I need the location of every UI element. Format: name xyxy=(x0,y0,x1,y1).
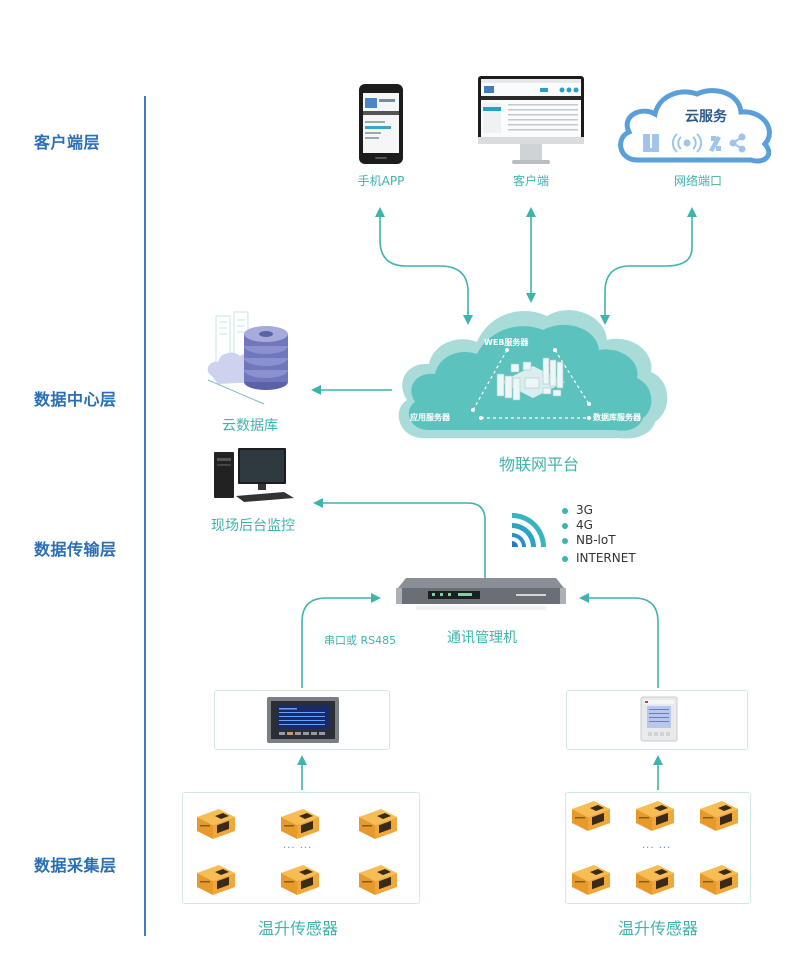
temperature-sensor-icon xyxy=(277,805,321,841)
bullet-dot-icon xyxy=(562,555,568,562)
iot-platform-title: 物联网平台 xyxy=(498,455,579,474)
gateway-label: 通讯管理机 xyxy=(447,630,517,646)
layer-label-datacenter: 数据中心层 xyxy=(34,390,117,409)
power-meter-icon xyxy=(640,696,678,742)
temperature-sensor-icon xyxy=(193,861,237,897)
cloud-db-label: 云数据库 xyxy=(222,418,278,434)
node-db-server: 数据库服务器 xyxy=(593,413,641,422)
mobile-app-label: 手机APP xyxy=(357,174,405,188)
sensor-group-left: ··· ··· xyxy=(182,792,420,904)
arrow-cloudservice-platform xyxy=(600,207,697,325)
network-nb-iot: NB-loT xyxy=(576,533,616,547)
bullet-dot-icon xyxy=(562,537,568,544)
server-cluster-icon xyxy=(496,357,565,401)
network-item: 4G xyxy=(562,518,636,533)
hmi-device-box xyxy=(214,690,390,750)
desktop-monitor-icon xyxy=(478,76,584,168)
temperature-sensor-icon xyxy=(193,805,237,841)
mobile-phone-icon xyxy=(359,84,403,164)
network-3g: 3G xyxy=(576,503,593,517)
wireless-signal-icon xyxy=(512,513,546,547)
arrow-meter-gateway xyxy=(579,593,659,688)
power-meter-box xyxy=(566,690,748,750)
network-4g: 4G xyxy=(576,518,593,532)
hmi-touchscreen-icon xyxy=(267,697,339,743)
bullet-dot-icon xyxy=(562,507,568,514)
temperature-sensor-icon xyxy=(568,861,612,897)
temperature-sensor-icon xyxy=(696,797,740,833)
temperature-sensor-icon xyxy=(355,805,399,841)
local-monitor-label: 现场后台监控 xyxy=(211,518,295,534)
layer-label-collection: 数据采集层 xyxy=(34,856,117,875)
more-sensors-ellipsis: ··· ··· xyxy=(283,843,313,854)
temperature-sensor-icon xyxy=(568,797,612,833)
desktop-client-label: 客户端 xyxy=(512,174,549,188)
gateway-rack-icon xyxy=(396,578,566,616)
layer-label-transport: 数据传输层 xyxy=(34,540,117,559)
network-type-list: 3G 4G NB-loT INTERNET xyxy=(562,503,636,566)
network-internet: INTERNET xyxy=(576,551,636,565)
node-app-server: 应用服务器 xyxy=(410,413,450,422)
network-item: INTERNET xyxy=(562,551,636,566)
arrow-gateway-monitor xyxy=(313,498,486,578)
arrow-mobile-platform xyxy=(375,207,473,325)
sensor-group-left-label: 温升传感器 xyxy=(257,919,338,938)
temperature-sensor-icon xyxy=(277,861,321,897)
sensor-group-right: ··· ··· xyxy=(565,792,751,904)
node-web-server: WEB服务器 xyxy=(484,338,529,347)
more-sensors-ellipsis: ··· ··· xyxy=(642,843,672,854)
layer-label-client: 客户端层 xyxy=(34,133,101,152)
temperature-sensor-icon xyxy=(355,861,399,897)
rs485-link-label: 串口或 RS485 xyxy=(324,634,397,647)
network-item: NB-loT xyxy=(562,533,636,548)
iot-platform-cloud xyxy=(393,306,669,440)
temperature-sensor-icon xyxy=(632,797,676,833)
cloud-service-icon: 云服务 xyxy=(615,86,777,166)
svg-text:云服务: 云服务 xyxy=(685,108,728,125)
network-item: 3G xyxy=(562,503,636,518)
temperature-sensor-icon xyxy=(632,861,676,897)
layer-axis-line xyxy=(144,96,146,936)
sensor-group-right-label: 温升传感器 xyxy=(617,919,698,938)
cloud-database-icon xyxy=(204,311,300,405)
arrow-hmi-gateway xyxy=(301,593,381,688)
temperature-sensor-icon xyxy=(696,861,740,897)
cloud-service-label: 网络端口 xyxy=(673,174,722,188)
bullet-dot-icon xyxy=(562,522,568,529)
workstation-pc-icon xyxy=(214,448,296,504)
